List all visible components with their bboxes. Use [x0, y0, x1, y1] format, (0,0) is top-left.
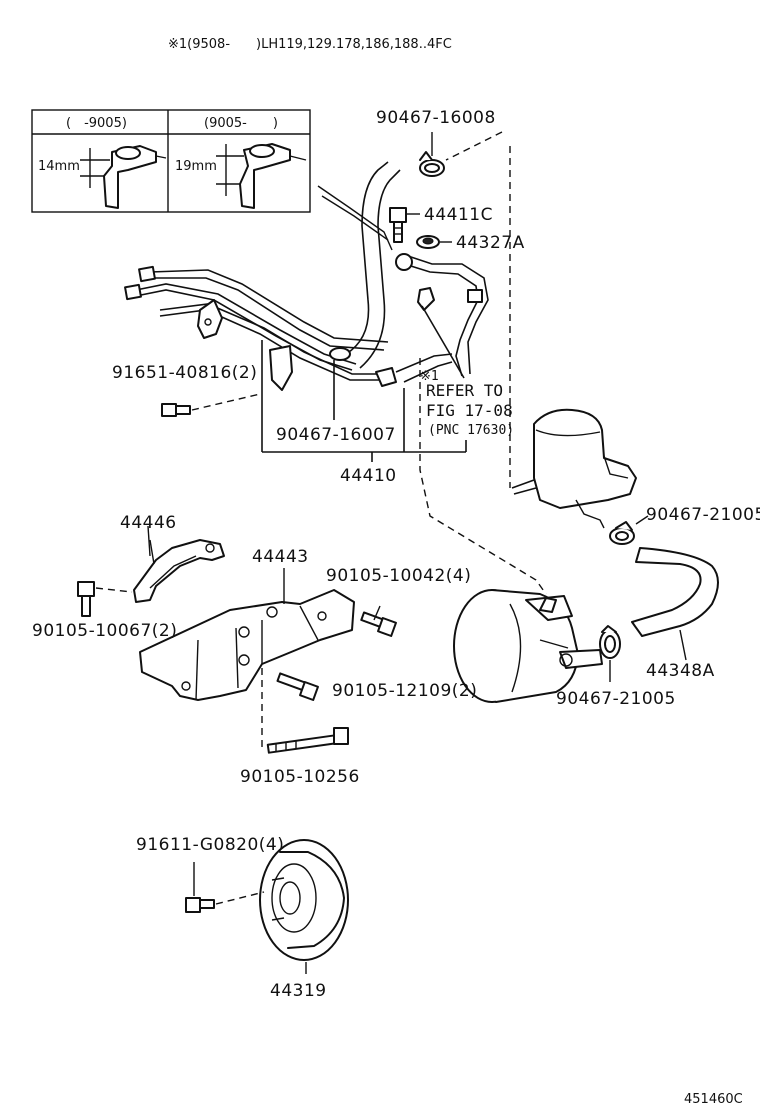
leader-lines [147, 132, 452, 557]
suction-hose-44348a-drawing [631, 547, 719, 661]
label-44410: 44410 [340, 466, 397, 486]
label-90105-10042: 90105-10042(4) [326, 566, 471, 586]
inset-bracket-short [80, 145, 167, 209]
label-90467-16008: 90467-16008 [376, 108, 496, 128]
bolt-91611-g0820-drawing [185, 897, 215, 913]
label-44446: 44446 [120, 513, 177, 533]
inset-col2-header: (9005- ) [204, 116, 278, 131]
label-90105-10067: 90105-10067(2) [32, 621, 177, 641]
footer-code: 451460C [684, 1092, 743, 1107]
label-91611-g0820: 91611-G0820(4) [136, 835, 284, 855]
inset-bracket-long [216, 143, 307, 209]
reservoir-tank-drawing [511, 408, 637, 529]
label-44443: 44443 [252, 547, 309, 567]
power-steering-pump-drawing [453, 589, 603, 703]
assembly-44410-bracket-lines [261, 305, 467, 462]
gasket-44327a-drawing [416, 235, 440, 249]
label-44348a: 44348A [646, 661, 715, 681]
label-90467-21005-upper: 90467-21005 [646, 505, 760, 525]
union-bolt-44411c-drawing [389, 207, 407, 243]
bolt-90105-10067-drawing [77, 581, 95, 617]
label-44411c: 44411C [424, 205, 493, 225]
header-note: ※1(9508- )LH119,129.178,186,188..4FC [168, 37, 452, 52]
bracket-44446-drawing [133, 539, 225, 603]
label-44327a: 44327A [456, 233, 525, 253]
refer-line-3: (PNC 17630) [428, 423, 514, 438]
label-90105-10256: 90105-10256 [240, 767, 360, 787]
label-44319: 44319 [270, 981, 327, 1001]
bracket-44443-drawing [139, 568, 355, 701]
inset-frame [31, 109, 311, 213]
hose-clamp-90467-21005-lower-drawing [599, 625, 621, 659]
hose-clamp-90467-21005-upper-drawing [609, 521, 635, 545]
label-90467-21005-lower: 90467-21005 [556, 689, 676, 709]
inset-col1-header: ( -9005) [66, 116, 127, 131]
label-91651-40816: 91651-40816(2) [112, 363, 257, 383]
refer-line-1: REFER TO [426, 381, 503, 400]
pressure-pipe-assembly-drawing [124, 161, 489, 391]
bolt-91651-40816-drawing [161, 403, 191, 417]
label-90105-12109: 90105-12109(2) [332, 681, 477, 701]
bolt-90105-12109-drawing [276, 672, 319, 701]
bolt-90105-10042-drawing [360, 611, 397, 637]
hose-clamp-90467-16008-drawing [419, 151, 445, 177]
pulley-44319-drawing [259, 839, 349, 961]
inset-col1-dimension: 14mm [38, 159, 80, 174]
label-90467-16007: 90467-16007 [276, 425, 396, 445]
inset-col2-dimension: 19mm [175, 159, 217, 174]
inset-table: ( -9005) (9005- ) 14mm 19mm [31, 109, 311, 213]
note-mark: ※1 [420, 369, 439, 384]
bolt-90105-10256-drawing [266, 727, 349, 754]
refer-line-2: FIG 17-08 [426, 401, 513, 420]
